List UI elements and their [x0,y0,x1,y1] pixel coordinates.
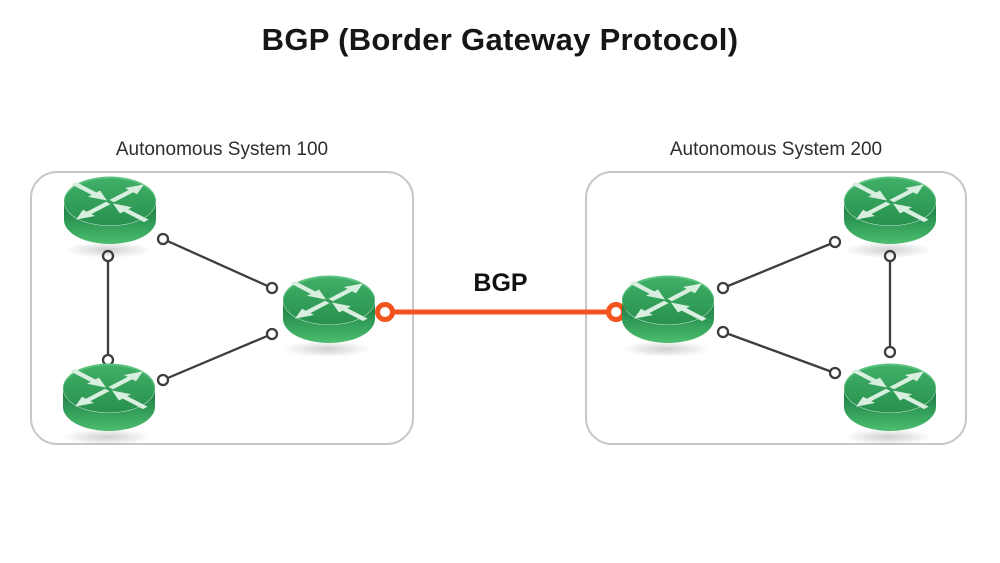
router-icon [64,177,156,259]
endpoint-dot [716,281,730,295]
internal-link-line [162,332,273,382]
endpoint-dot [265,327,279,341]
endpoint-dot [883,345,897,359]
router-icon [622,276,714,358]
internal-link-line [722,330,836,375]
internal-link-line [162,237,273,290]
endpoint-dot [828,235,842,249]
router-icon [844,364,936,446]
bgp-link-label: BGP [473,269,528,297]
endpoint-dot [828,366,842,380]
bgp-endpoint-ring [606,302,626,322]
router-icon [63,364,155,446]
router-icon [283,276,375,358]
as200-internal-links [716,235,897,380]
endpoint-dot [156,373,170,387]
bgp-endpoint-ring [375,302,395,322]
page-title: BGP (Border Gateway Protocol) [261,22,739,57]
as100-label: Autonomous System 100 [115,139,329,160]
bgp-link [375,302,626,322]
internal-link-line [722,240,836,290]
router-icon [844,177,936,259]
endpoint-dot [156,232,170,246]
endpoint-dot [265,281,279,295]
endpoint-dot [716,325,730,339]
endpoint-dot [101,353,115,367]
as200-label: Autonomous System 200 [669,139,883,160]
